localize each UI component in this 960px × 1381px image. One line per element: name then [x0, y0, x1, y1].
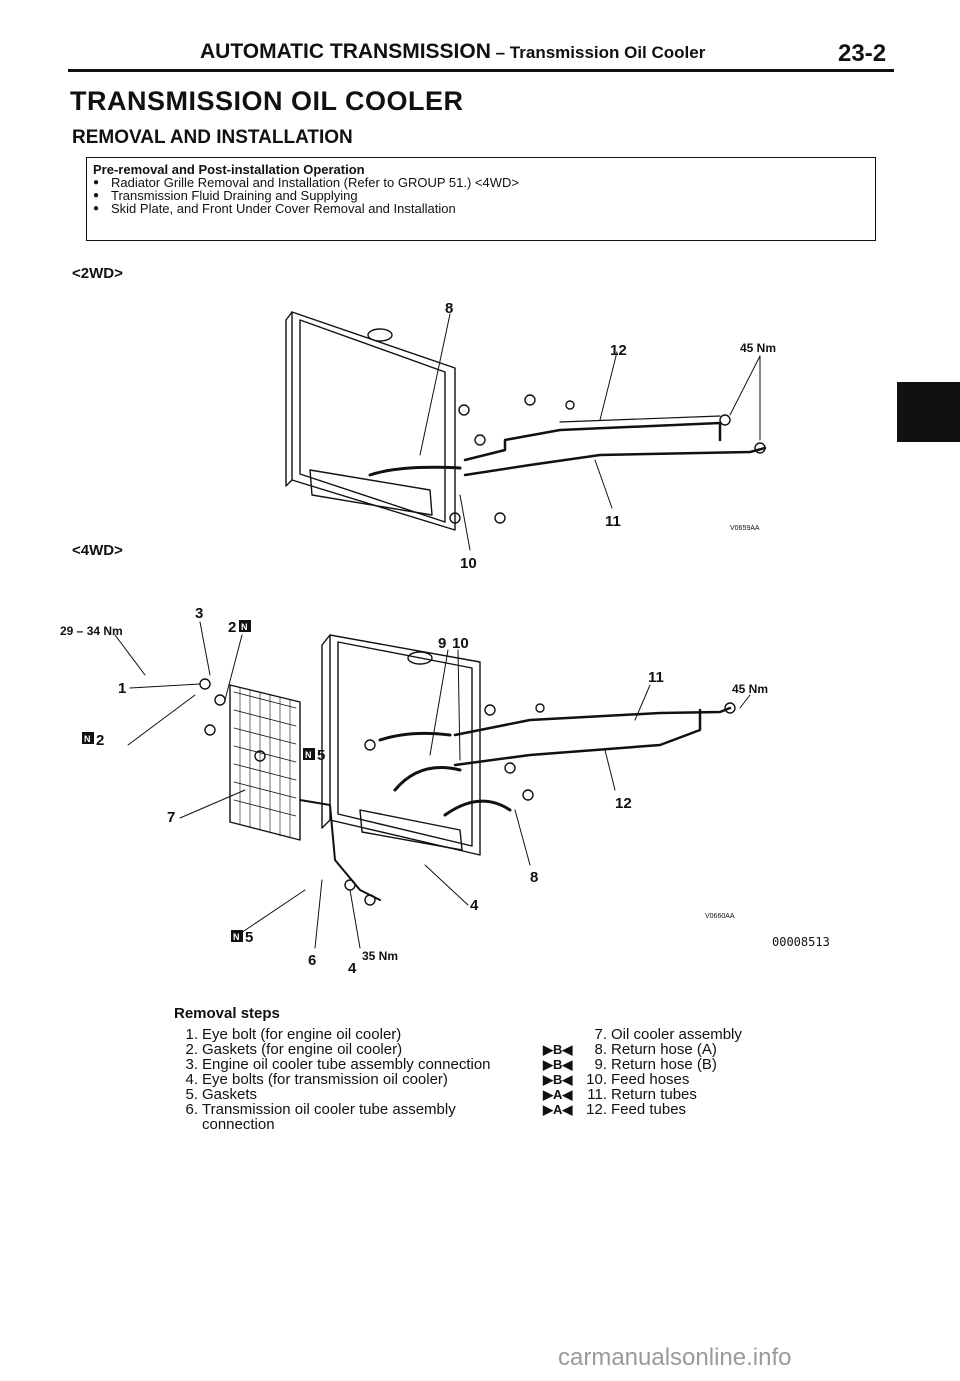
service-point-marker: ▶B◀ [543, 1072, 573, 1087]
figure-code-4wd: V0660AA [705, 913, 735, 920]
pre-removal-item: ●Transmission Fluid Draining and Supplyi… [93, 188, 358, 203]
variant-label-4wd: <4WD> [72, 542, 123, 559]
svg-text:5: 5 [317, 747, 325, 764]
svg-text:N: N [233, 932, 240, 942]
diagram-svg: 8 12 45 Nm 11 10 V0659AA 29 – 34 Nm 3 2 … [60, 300, 830, 977]
list-item: 3.Engine oil cooler tube assembly connec… [185, 1056, 491, 1073]
transmission-oil-cooler-4wd [229, 684, 301, 841]
header-main-title: AUTOMATIC TRANSMISSION [200, 40, 491, 63]
label-11-4wd: 11 [648, 669, 664, 686]
exploded-view-diagram: 8 12 45 Nm 11 10 V0659AA 29 – 34 Nm 3 2 … [60, 290, 900, 980]
svg-text:2: 2 [228, 619, 236, 636]
label-6-4wd: 6 [308, 952, 316, 969]
header-separator: – [490, 43, 510, 62]
pre-removal-heading: Pre-removal and Post-installation Operat… [93, 162, 365, 177]
list-item: 7.Oil cooler assembly [594, 1026, 742, 1043]
svg-text:2: 2 [96, 732, 104, 749]
label-8-2wd: 8 [445, 300, 453, 317]
label-1-4wd: 1 [118, 680, 126, 697]
svg-text:N: N [84, 734, 91, 744]
list-item: ▶B◀9.Return hose (B) [543, 1056, 717, 1073]
label-n5-lower: N 5 [231, 929, 253, 946]
bullet-icon: ● [93, 177, 100, 188]
label-8-4wd: 8 [530, 869, 538, 886]
svg-text:N: N [241, 622, 248, 632]
pre-removal-box: Pre-removal and Post-installation Operat… [86, 157, 876, 241]
label-4-4wd: 4 [470, 897, 479, 914]
figure-id: 00008513 [772, 935, 830, 949]
list-item: 2.Gaskets (for engine oil cooler) [185, 1041, 403, 1058]
label-9-4wd: 9 [438, 635, 446, 652]
radiator-2wd [285, 311, 456, 531]
bullet-icon: ● [93, 190, 100, 201]
section-tab-marker [897, 382, 960, 442]
label-11-2wd: 11 [605, 513, 621, 530]
service-point-marker: ▶A◀ [543, 1102, 573, 1117]
radiator-4wd [321, 634, 481, 856]
label-n5-upper: N 5 [303, 747, 325, 764]
label-10-4wd: 10 [452, 635, 469, 652]
label-3-4wd: 3 [195, 605, 203, 622]
new-part-icon [82, 732, 94, 744]
new-part-icon [303, 748, 315, 760]
list-item: 1.Eye bolt (for engine oil cooler) [185, 1026, 402, 1043]
torque-45nm-4wd: 45 Nm [732, 682, 768, 696]
page-header-title: AUTOMATIC TRANSMISSION – Transmission Oi… [200, 40, 705, 64]
variant-label-2wd: <2WD> [72, 265, 123, 282]
list-item: 6.Transmission oil cooler tube assembly … [185, 1101, 456, 1133]
new-part-icon [239, 620, 251, 632]
torque-29-34nm: 29 – 34 Nm [60, 624, 123, 638]
service-point-marker: ▶B◀ [543, 1042, 573, 1057]
label-4-4wd-lower: 4 [348, 960, 357, 977]
service-point-marker: ▶A◀ [543, 1087, 573, 1102]
page-title: TRANSMISSION OIL COOLER [70, 86, 464, 116]
service-point-marker: ▶B◀ [543, 1057, 573, 1072]
torque-35nm: 35 Nm [362, 949, 398, 963]
section-title: REMOVAL AND INSTALLATION [72, 127, 353, 148]
page-number: 23-2 [838, 40, 887, 67]
list-item: ▶B◀10.Feed hoses [543, 1071, 690, 1088]
bullet-icon: ● [93, 203, 100, 214]
list-item: ▶A◀12.Feed tubes [543, 1101, 687, 1118]
header-subtitle: Transmission Oil Cooler [509, 43, 706, 62]
label-12-2wd: 12 [610, 342, 627, 359]
removal-steps-right: 7.Oil cooler assembly ▶B◀8.Return hose (… [543, 1027, 803, 1117]
label-7-4wd: 7 [167, 809, 175, 826]
list-item: ▶A◀11.Return tubes [543, 1086, 697, 1103]
label-2-new-part: 2 N [228, 619, 251, 636]
new-part-icon [231, 930, 243, 942]
svg-text:N: N [305, 750, 312, 760]
removal-steps-left: 1.Eye bolt (for engine oil cooler) 2.Gas… [174, 1027, 494, 1132]
torque-45nm-2wd: 45 Nm [740, 341, 776, 355]
label-10-2wd: 10 [460, 555, 477, 572]
pre-removal-item: ●Radiator Grille Removal and Installatio… [93, 175, 519, 190]
figure-code-2wd: V0659AA [730, 525, 760, 532]
header-divider [68, 69, 894, 72]
svg-text:5: 5 [245, 929, 253, 946]
removal-steps-heading: Removal steps [174, 1005, 280, 1022]
list-item: 4.Eye bolts (for transmission oil cooler… [185, 1071, 448, 1088]
label-12-4wd: 12 [615, 795, 632, 812]
list-item: 5.Gaskets [185, 1086, 258, 1103]
list-item: ▶B◀8.Return hose (A) [543, 1041, 717, 1058]
pre-removal-item: ●Skid Plate, and Front Under Cover Remov… [93, 201, 456, 216]
watermark: carmanualsonline.info [558, 1344, 792, 1371]
label-n2-4wd: N 2 [82, 732, 104, 749]
